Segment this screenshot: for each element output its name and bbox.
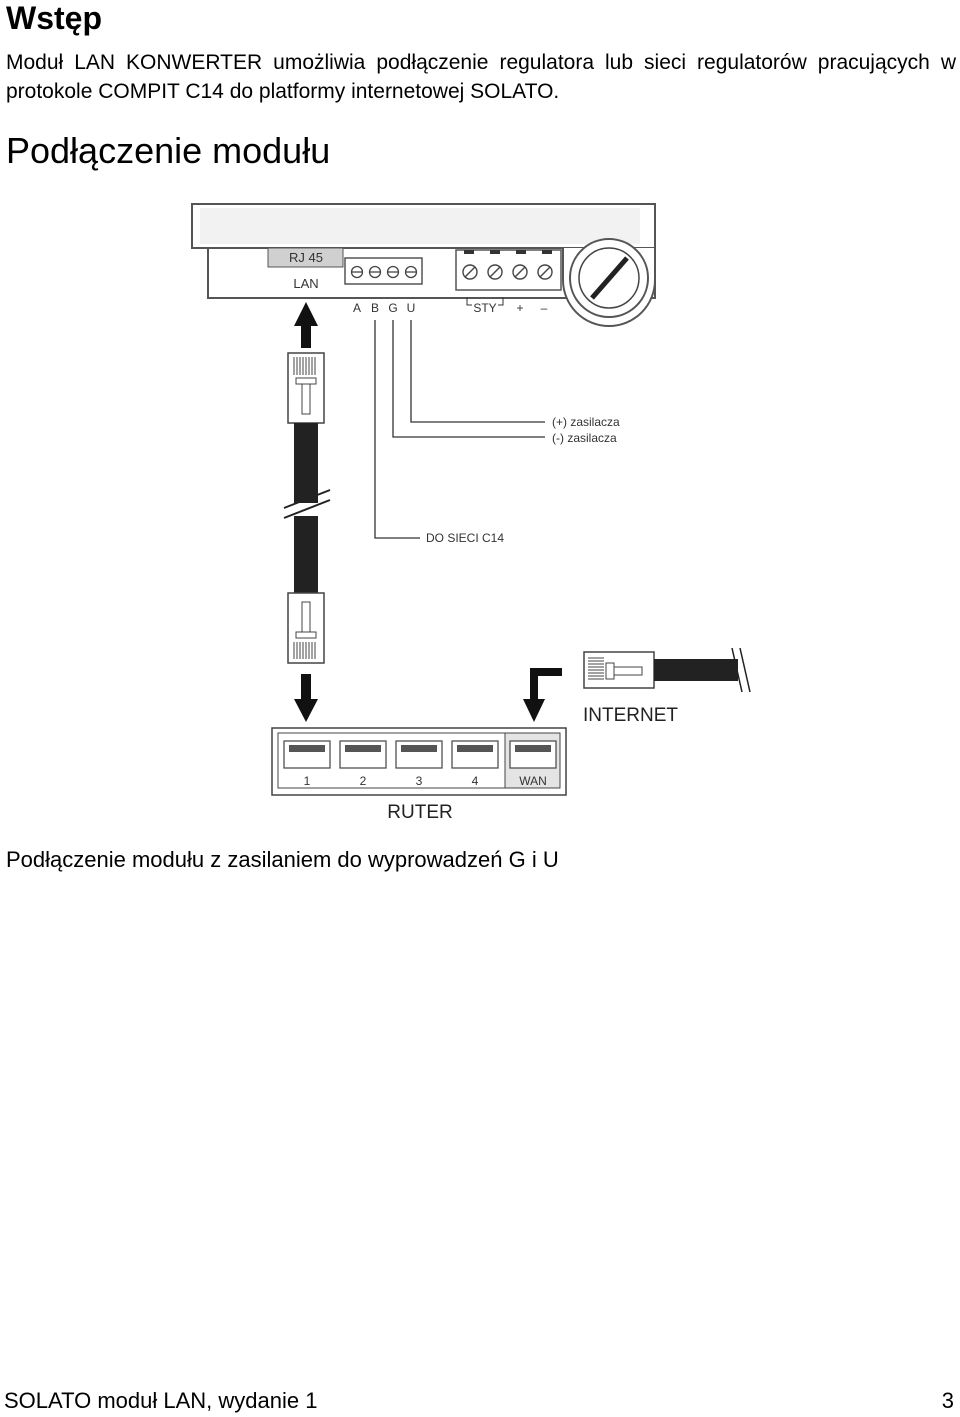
- rj45-label: RJ 45: [289, 250, 323, 265]
- router-label: RUTER: [387, 802, 452, 823]
- connection-diagram: RJ 45 LAN A B G U STY + –: [191, 203, 751, 823]
- network-label: DO SIECI C14: [426, 531, 504, 545]
- section-title: Podłączenie modułu: [6, 130, 331, 171]
- rj45-port: RJ 45 LAN: [267, 247, 344, 291]
- diagram-caption: Podłączenie modułu z zasilaniem do wypro…: [6, 847, 559, 872]
- rj45-plug-bottom: [287, 592, 325, 664]
- terminal-block-abgu: A B G U: [344, 257, 423, 315]
- psu-minus-label: (-) zasilacza: [552, 431, 617, 445]
- minus-label: –: [541, 301, 548, 315]
- page-number: 3: [941, 1388, 954, 1413]
- internet-label: INTERNET: [583, 705, 678, 726]
- footer-title: SOLATO moduł LAN, wydanie 1: [4, 1388, 318, 1413]
- router-port-4: 4: [472, 774, 479, 788]
- lan-cable: [283, 423, 331, 594]
- intro-paragraph: Moduł LAN KONWERTER umożliwia podłączeni…: [6, 51, 956, 103]
- router-port-2: 2: [360, 774, 367, 788]
- arrow-down-icon: [523, 668, 562, 722]
- module-housing: [191, 203, 656, 299]
- sty-label: STY: [473, 301, 496, 315]
- page-heading: Wstęp: [6, 0, 102, 36]
- rj45-plug-top: [287, 352, 325, 424]
- plus-label: +: [516, 301, 523, 315]
- psu-plus-label: (+) zasilacza: [552, 415, 620, 429]
- knob-icon: [562, 238, 656, 327]
- terminal-block-sty: STY + –: [455, 249, 562, 315]
- terminal-label-a: A: [353, 301, 361, 315]
- arrow-up-icon: [294, 302, 318, 348]
- arrow-down-icon: [294, 674, 318, 722]
- router: 1 2 3 4 WAN RUTER: [271, 727, 567, 823]
- internet-connection: INTERNET: [523, 647, 751, 726]
- terminal-label-b: B: [371, 301, 379, 315]
- terminal-label-g: G: [388, 301, 397, 315]
- terminal-label-u: U: [407, 301, 416, 315]
- wires: [374, 320, 545, 539]
- router-port-wan: WAN: [519, 774, 547, 788]
- router-port-1: 1: [304, 774, 311, 788]
- router-port-3: 3: [416, 774, 423, 788]
- lan-label: LAN: [293, 276, 318, 291]
